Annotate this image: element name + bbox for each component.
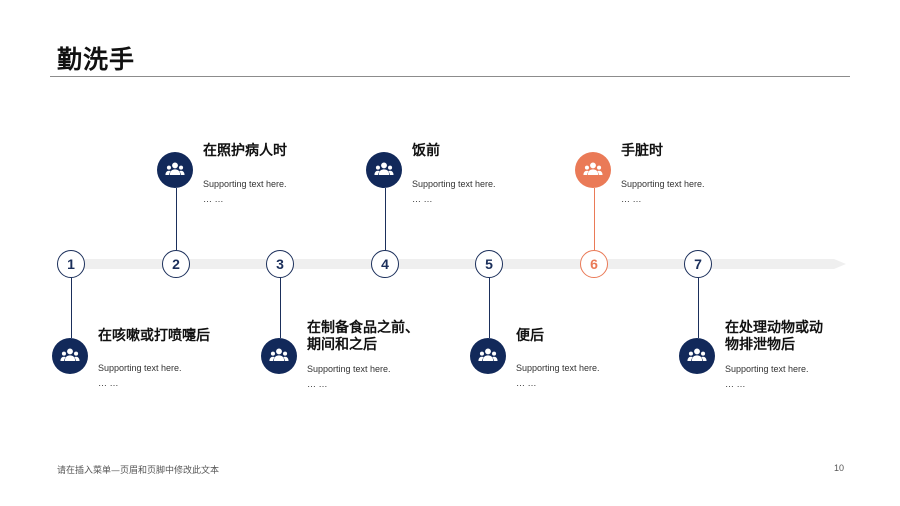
connector-line-3	[280, 278, 281, 338]
step-title-6: 手脏时	[621, 143, 663, 160]
people-icon	[59, 345, 81, 367]
step-title-line: 在照护病人时	[203, 143, 287, 159]
connector-line-7	[698, 278, 699, 338]
step-ellipsis-7: … …	[725, 379, 746, 389]
step-ellipsis-6: … …	[621, 194, 642, 204]
people-icon	[582, 159, 604, 181]
step-number-5: 5	[475, 250, 503, 278]
step-title-line: 在咳嗽或打喷嚏后	[98, 328, 210, 344]
step-title-7: 在处理动物或动物排泄物后	[725, 320, 823, 354]
step-title-3: 在制备食品之前、期间和之后	[307, 320, 419, 354]
step-supporting-text-1: Supporting text here.	[98, 363, 182, 373]
step-supporting-text-3: Supporting text here.	[307, 364, 391, 374]
footer-text: 请在插入菜单—页眉和页脚中修改此文本	[57, 466, 220, 476]
step-title-5: 便后	[516, 328, 544, 345]
step-ellipsis-2: … …	[203, 194, 224, 204]
step-icon-2	[157, 152, 193, 188]
step-icon-7	[679, 338, 715, 374]
step-number-4: 4	[371, 250, 399, 278]
step-icon-6	[575, 152, 611, 188]
title-divider	[50, 76, 850, 77]
page-title: 勤洗手	[57, 45, 136, 74]
people-icon	[477, 345, 499, 367]
people-icon	[268, 345, 290, 367]
step-number-3: 3	[266, 250, 294, 278]
people-icon	[164, 159, 186, 181]
step-supporting-text-6: Supporting text here.	[621, 179, 705, 189]
step-icon-5	[470, 338, 506, 374]
step-supporting-text-2: Supporting text here.	[203, 179, 287, 189]
timeline-track	[58, 259, 834, 269]
people-icon	[373, 159, 395, 181]
connector-line-2	[176, 188, 177, 250]
step-number-6: 6	[580, 250, 608, 278]
step-icon-4	[366, 152, 402, 188]
step-title-line: 期间和之后	[307, 337, 377, 353]
step-icon-1	[52, 338, 88, 374]
page-number: 10	[834, 463, 845, 473]
step-title-line: 在处理动物或动	[725, 320, 823, 336]
step-number-1: 1	[57, 250, 85, 278]
step-supporting-text-7: Supporting text here.	[725, 364, 809, 374]
step-icon-3	[261, 338, 297, 374]
step-title-2: 在照护病人时	[203, 143, 287, 160]
step-ellipsis-1: … …	[98, 378, 119, 388]
connector-line-4	[385, 188, 386, 250]
step-ellipsis-4: … …	[412, 194, 433, 204]
timeline-arrow	[834, 259, 846, 269]
connector-line-6	[594, 188, 595, 250]
step-title-line: 物排泄物后	[725, 337, 795, 353]
step-title-line: 手脏时	[621, 143, 663, 159]
connector-line-5	[489, 278, 490, 338]
connector-line-1	[71, 278, 72, 338]
people-icon	[686, 345, 708, 367]
step-title-line: 饭前	[412, 143, 440, 159]
step-number-7: 7	[684, 250, 712, 278]
step-title-line: 在制备食品之前、	[307, 320, 419, 336]
step-ellipsis-5: … …	[516, 378, 537, 388]
step-supporting-text-5: Supporting text here.	[516, 363, 600, 373]
step-number-2: 2	[162, 250, 190, 278]
step-title-1: 在咳嗽或打喷嚏后	[98, 328, 210, 345]
step-title-line: 便后	[516, 328, 544, 344]
step-title-4: 饭前	[412, 143, 440, 160]
step-supporting-text-4: Supporting text here.	[412, 179, 496, 189]
step-ellipsis-3: … …	[307, 379, 328, 389]
